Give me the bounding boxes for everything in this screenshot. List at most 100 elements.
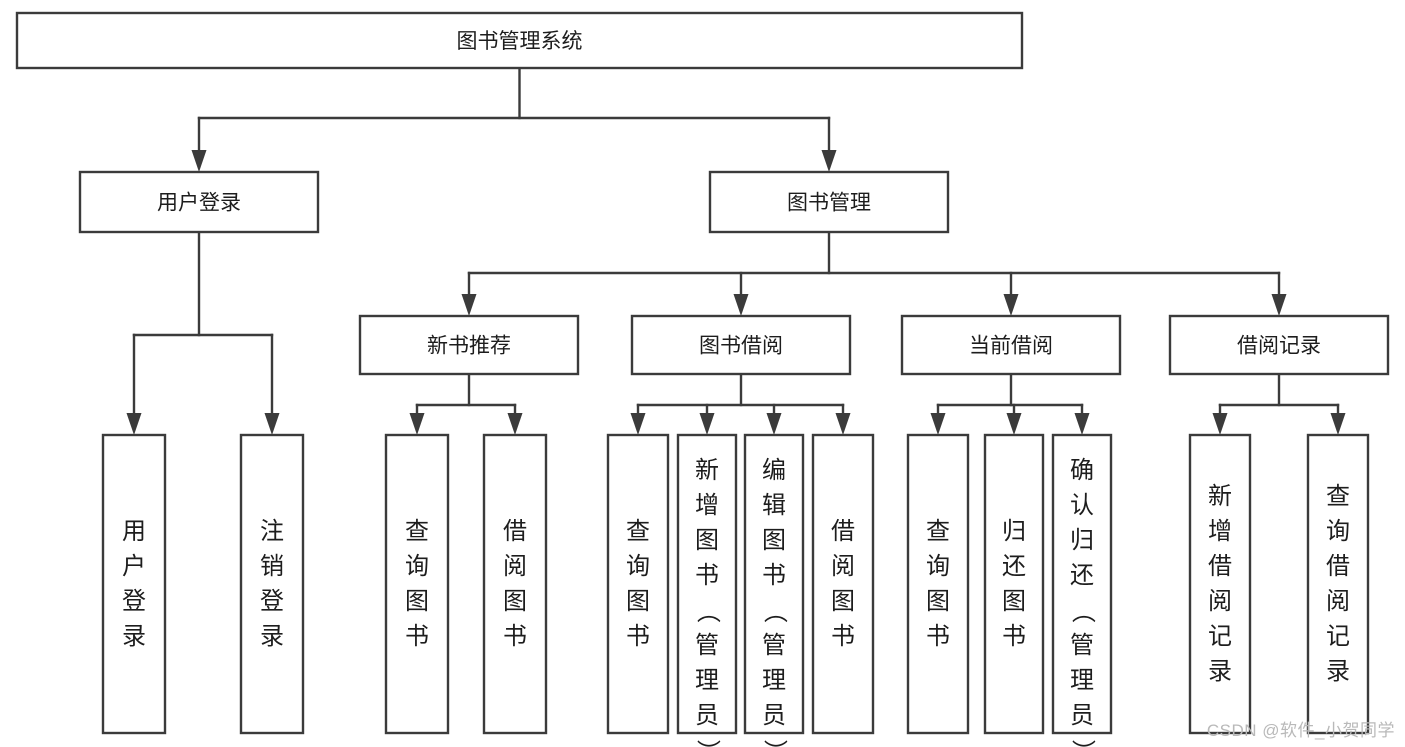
node-box-leaf-confirm-return[interactable] bbox=[1051, 433, 1113, 735]
svg-text:书: 书 bbox=[626, 623, 650, 650]
svg-text:查: 查 bbox=[1326, 483, 1350, 510]
svg-text:还: 还 bbox=[1070, 562, 1094, 589]
svg-text:录: 录 bbox=[1326, 658, 1350, 685]
svg-text:询: 询 bbox=[405, 553, 429, 580]
svg-text:管: 管 bbox=[1070, 632, 1094, 659]
svg-text:增: 增 bbox=[1208, 518, 1232, 545]
node-box-leaf-borrow-book-1[interactable] bbox=[482, 433, 548, 735]
svg-text:注: 注 bbox=[260, 518, 284, 545]
svg-text:图: 图 bbox=[626, 588, 650, 615]
svg-text:查: 查 bbox=[405, 518, 429, 545]
node-box-leaf-query-book-2[interactable] bbox=[606, 433, 670, 735]
node-book-manage[interactable]: 图书管理 bbox=[708, 170, 950, 234]
node-box-leaf-add-record[interactable] bbox=[1188, 433, 1252, 735]
node-box-leaf-query-book-3[interactable] bbox=[906, 433, 970, 735]
svg-text:新: 新 bbox=[1208, 483, 1232, 510]
svg-text:图: 图 bbox=[695, 527, 719, 554]
node-leaf-user-login[interactable]: 用户登录 bbox=[101, 433, 167, 735]
svg-text:查: 查 bbox=[626, 518, 650, 545]
node-user-login[interactable]: 用户登录 bbox=[78, 170, 320, 234]
svg-text:借: 借 bbox=[503, 518, 527, 545]
node-box-current-borrow[interactable] bbox=[900, 314, 1122, 376]
svg-text:编: 编 bbox=[762, 457, 786, 484]
svg-text:图: 图 bbox=[503, 588, 527, 615]
svg-text:认: 认 bbox=[1070, 492, 1094, 519]
svg-text:理: 理 bbox=[1070, 667, 1094, 694]
svg-text:图: 图 bbox=[762, 527, 786, 554]
svg-text:询: 询 bbox=[1326, 518, 1350, 545]
node-box-leaf-user-logout[interactable] bbox=[239, 433, 305, 735]
node-box-leaf-query-book-1[interactable] bbox=[384, 433, 450, 735]
svg-text:书: 书 bbox=[762, 562, 786, 589]
svg-text:借: 借 bbox=[1208, 553, 1232, 580]
node-label-current-borrow: 当前借阅 bbox=[969, 335, 1053, 358]
node-label-borrow-record: 借阅记录 bbox=[1237, 335, 1321, 358]
svg-text:询: 询 bbox=[626, 553, 650, 580]
svg-text:阅: 阅 bbox=[1326, 588, 1350, 615]
svg-text:录: 录 bbox=[260, 623, 284, 650]
node-box-book-manage[interactable] bbox=[708, 170, 950, 234]
svg-text:（: （ bbox=[761, 599, 788, 623]
node-box-leaf-add-book[interactable] bbox=[676, 433, 738, 735]
node-label-leaf-user-login: 用户登录 bbox=[122, 518, 146, 650]
node-box-new-book-rec[interactable] bbox=[358, 314, 580, 376]
svg-text:阅: 阅 bbox=[1208, 588, 1232, 615]
svg-text:书: 书 bbox=[926, 623, 950, 650]
svg-text:阅: 阅 bbox=[503, 553, 527, 580]
svg-text:理: 理 bbox=[762, 667, 786, 694]
node-box-leaf-edit-book[interactable] bbox=[743, 433, 805, 735]
svg-text:借: 借 bbox=[831, 518, 855, 545]
node-borrow-record[interactable]: 借阅记录 bbox=[1168, 314, 1390, 376]
node-box-leaf-return-book[interactable] bbox=[983, 433, 1045, 735]
svg-text:确: 确 bbox=[1070, 457, 1094, 484]
connector-group bbox=[409, 372, 523, 435]
svg-text:登: 登 bbox=[122, 588, 146, 615]
svg-text:书: 书 bbox=[1002, 623, 1026, 650]
node-layer: 图书管理系统用户登录图书管理新书推荐图书借阅当前借阅借阅记录用户登录注销登录查询… bbox=[15, 11, 1390, 747]
svg-text:阅: 阅 bbox=[831, 553, 855, 580]
svg-text:归: 归 bbox=[1070, 527, 1094, 554]
svg-text:）: ） bbox=[694, 739, 721, 747]
node-book-borrow[interactable]: 图书借阅 bbox=[630, 314, 852, 376]
svg-text:录: 录 bbox=[122, 623, 146, 650]
node-box-leaf-borrow-book-2[interactable] bbox=[811, 433, 875, 735]
node-root[interactable]: 图书管理系统 bbox=[15, 11, 1024, 70]
node-box-root[interactable] bbox=[15, 11, 1024, 70]
node-new-book-rec[interactable]: 新书推荐 bbox=[358, 314, 580, 376]
svg-text:录: 录 bbox=[1208, 658, 1232, 685]
svg-text:书: 书 bbox=[695, 562, 719, 589]
node-current-borrow[interactable]: 当前借阅 bbox=[900, 314, 1122, 376]
connector-group bbox=[126, 230, 280, 435]
node-box-leaf-query-record[interactable] bbox=[1306, 433, 1370, 735]
node-label-book-borrow: 图书借阅 bbox=[699, 335, 783, 358]
svg-text:借: 借 bbox=[1326, 553, 1350, 580]
svg-text:管: 管 bbox=[762, 632, 786, 659]
node-box-user-login[interactable] bbox=[78, 170, 320, 234]
node-box-book-borrow[interactable] bbox=[630, 314, 852, 376]
node-box-leaf-user-login[interactable] bbox=[101, 433, 167, 735]
svg-text:记: 记 bbox=[1326, 623, 1350, 650]
node-box-borrow-record[interactable] bbox=[1168, 314, 1390, 376]
